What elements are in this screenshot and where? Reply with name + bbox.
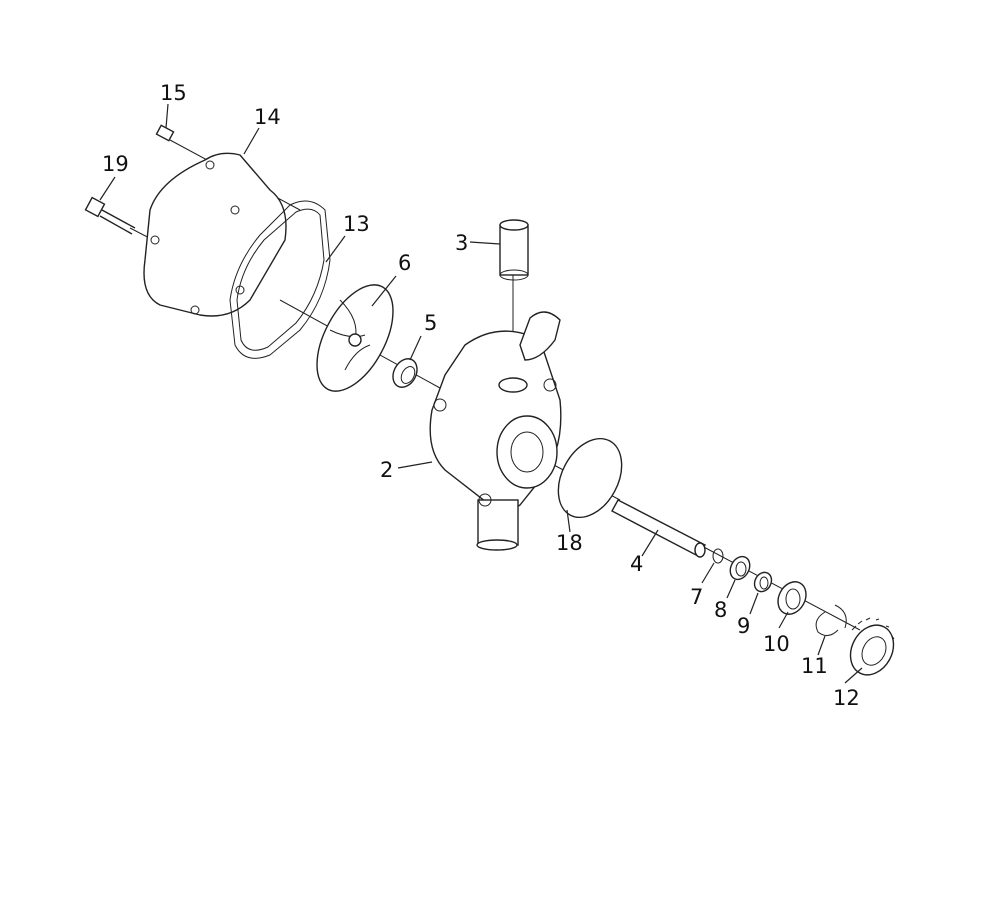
washer[interactable] bbox=[712, 548, 724, 564]
drive-gear[interactable] bbox=[842, 617, 902, 683]
callout-15: 15 bbox=[160, 81, 187, 105]
callout-labels: 2 3 4 5 6 7 8 9 10 11 12 13 14 15 18 19 bbox=[102, 81, 860, 710]
callout-12: 12 bbox=[833, 686, 860, 710]
bearing[interactable] bbox=[773, 577, 812, 619]
circlip[interactable] bbox=[815, 604, 847, 636]
callout-18: 18 bbox=[556, 531, 583, 555]
cover-gasket[interactable] bbox=[229, 200, 331, 359]
callout-3: 3 bbox=[455, 231, 468, 255]
callout-14: 14 bbox=[254, 105, 281, 129]
callout-10: 10 bbox=[763, 632, 790, 656]
callout-6: 6 bbox=[398, 251, 411, 275]
callout-5: 5 bbox=[424, 311, 437, 335]
shaft-seal[interactable] bbox=[388, 355, 422, 392]
callout-8: 8 bbox=[714, 598, 727, 622]
callout-4: 4 bbox=[630, 552, 643, 576]
pump-housing[interactable] bbox=[429, 311, 562, 551]
pump-cover[interactable] bbox=[143, 152, 287, 317]
callout-leaders bbox=[99, 103, 863, 684]
callout-9: 9 bbox=[737, 614, 750, 638]
long-bolt[interactable] bbox=[84, 196, 136, 235]
small-bolt[interactable] bbox=[155, 124, 175, 142]
callout-19: 19 bbox=[102, 152, 129, 176]
callout-2: 2 bbox=[380, 458, 393, 482]
o-ring[interactable] bbox=[546, 428, 635, 528]
pipe-sleeve[interactable] bbox=[499, 219, 529, 281]
spacer[interactable] bbox=[751, 569, 775, 594]
pump-shaft[interactable] bbox=[611, 499, 707, 558]
callout-13: 13 bbox=[343, 212, 370, 236]
callout-7: 7 bbox=[690, 585, 703, 609]
seal-ring[interactable] bbox=[726, 553, 753, 583]
impeller[interactable] bbox=[301, 273, 408, 404]
callout-11: 11 bbox=[801, 654, 828, 678]
